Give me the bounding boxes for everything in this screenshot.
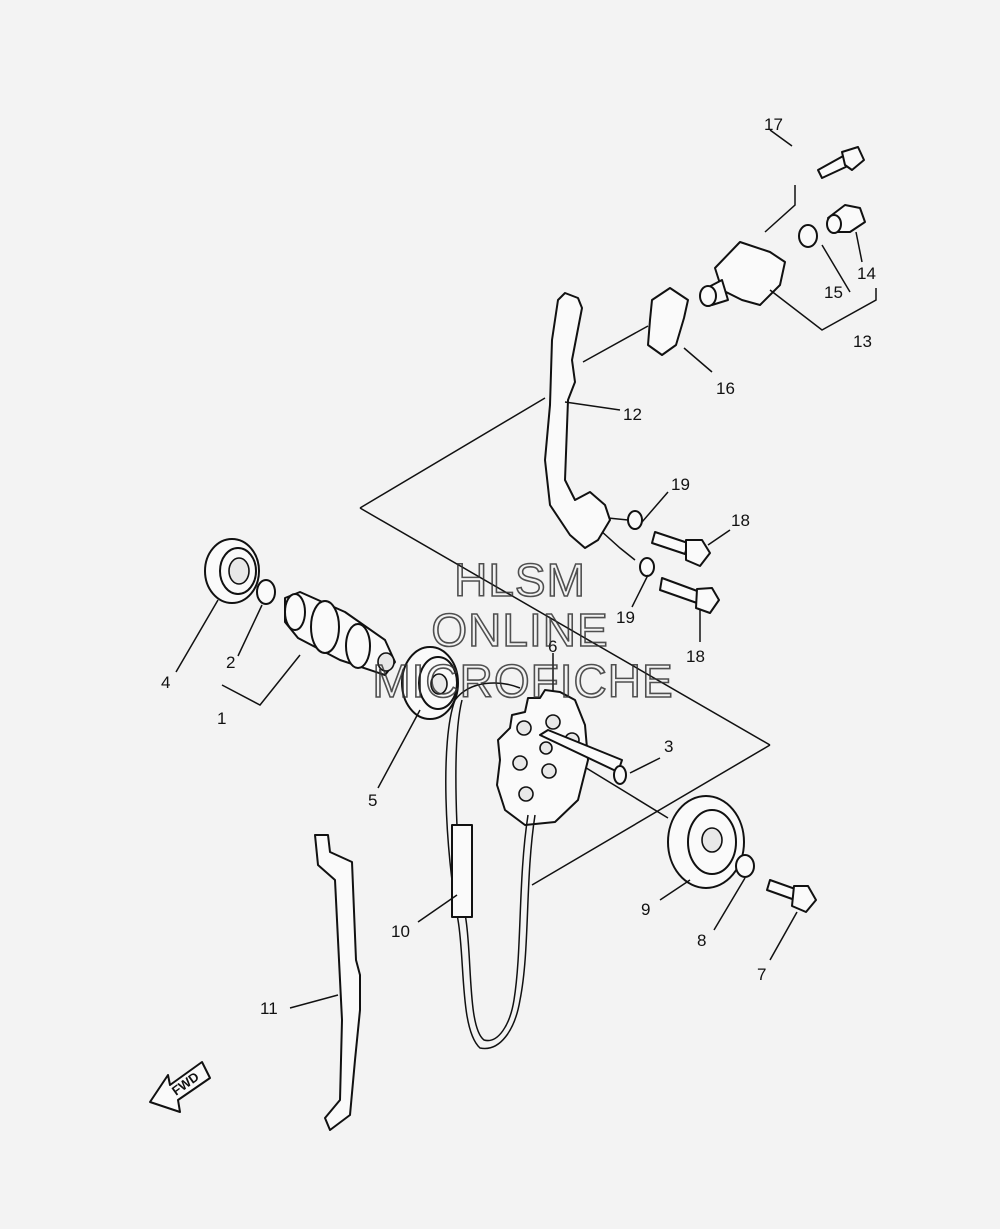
washer-19-lower xyxy=(639,557,655,577)
plug-bolt-14 xyxy=(826,204,866,234)
callout-17: 17 xyxy=(764,115,783,134)
circlip-2 xyxy=(256,579,276,605)
leader-lines xyxy=(564,185,796,819)
pin-3 xyxy=(539,729,627,785)
cam-chain-10 xyxy=(445,682,536,1050)
callout-16: 16 xyxy=(716,379,735,398)
reference-frame xyxy=(359,397,771,886)
plate-9 xyxy=(667,795,745,889)
callout-18-upper: 18 xyxy=(731,511,750,530)
bearing-5 xyxy=(401,646,459,720)
callout-leaders xyxy=(175,129,877,1009)
watermark-line1: HLSM xyxy=(454,554,586,606)
bolt-18-lower xyxy=(659,577,720,614)
callout-11: 11 xyxy=(260,999,278,1018)
callout-5: 5 xyxy=(368,791,377,810)
callout-3: 3 xyxy=(664,737,673,756)
callout-15: 15 xyxy=(824,283,843,302)
bolt-18-upper xyxy=(651,531,711,567)
bolt-17 xyxy=(817,146,865,179)
callout-19-lower: 19 xyxy=(616,608,635,627)
washer-19-upper xyxy=(627,510,643,530)
washer-15 xyxy=(798,224,818,248)
callout-2: 2 xyxy=(226,653,235,672)
callout-9: 9 xyxy=(641,900,650,919)
watermark-line3: MICROFICHE xyxy=(372,655,673,707)
camshaft-1 xyxy=(284,591,396,676)
callout-10: 10 xyxy=(391,922,410,941)
callout-6: 6 xyxy=(548,637,557,656)
washer-8 xyxy=(735,854,755,878)
fwd-arrow-icon: FWD xyxy=(149,1061,211,1113)
callout-13: 13 xyxy=(853,332,872,351)
bolt-7 xyxy=(766,879,817,913)
callout-12: 12 xyxy=(623,405,642,424)
callout-7: 7 xyxy=(757,965,766,984)
callout-18-lower: 18 xyxy=(686,647,705,666)
cam-sprocket-6 xyxy=(496,689,589,826)
gasket-16 xyxy=(647,287,689,356)
watermark-line2: ONLINE xyxy=(431,604,608,656)
callout-14: 14 xyxy=(857,264,876,283)
callout-19-upper: 19 xyxy=(671,475,690,494)
chain-guide-12 xyxy=(544,292,611,549)
callout-4: 4 xyxy=(161,673,170,692)
tensioner-13 xyxy=(699,241,786,307)
chain-guide-11 xyxy=(314,834,361,1131)
callout-1: 1 xyxy=(217,709,226,728)
callout-8: 8 xyxy=(697,931,706,950)
bearing-4 xyxy=(204,538,260,604)
